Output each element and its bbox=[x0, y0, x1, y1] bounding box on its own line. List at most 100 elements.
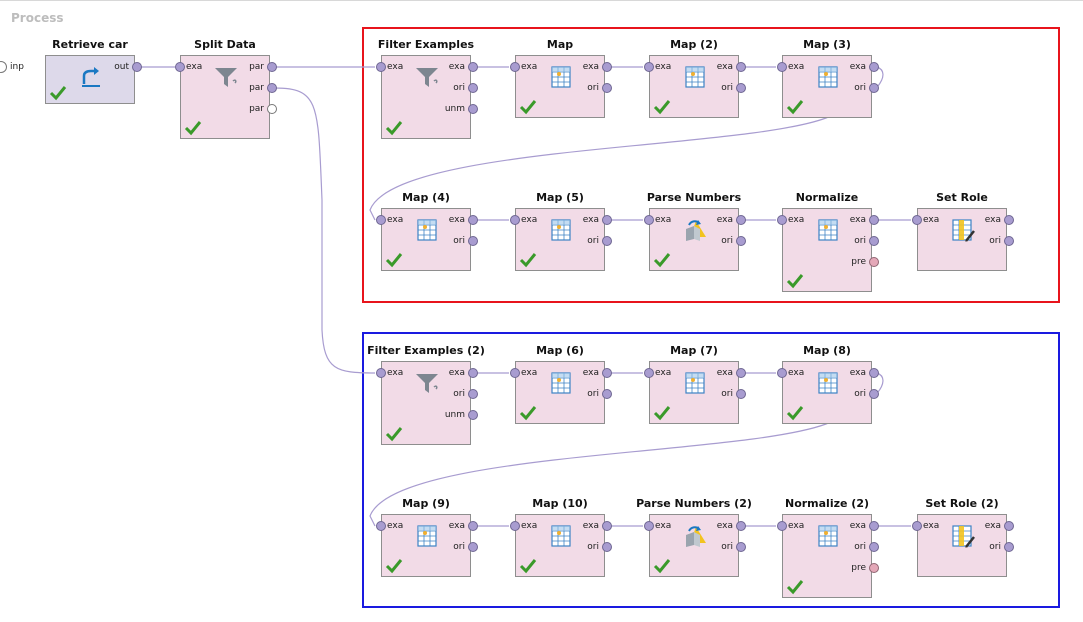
output-port-1[interactable] bbox=[736, 368, 746, 378]
output-port-1[interactable] bbox=[602, 368, 612, 378]
operator-body[interactable] bbox=[917, 514, 1007, 577]
output-port-2[interactable] bbox=[736, 236, 746, 246]
output-port-1[interactable] bbox=[869, 62, 879, 72]
output-port-3[interactable] bbox=[468, 104, 478, 114]
output-port-3[interactable] bbox=[468, 410, 478, 420]
input-port-exa[interactable] bbox=[644, 62, 654, 72]
input-port-exa[interactable] bbox=[376, 368, 386, 378]
input-port-exa[interactable] bbox=[912, 521, 922, 531]
operator-normalize[interactable]: Normalize exa exa ori pre bbox=[777, 191, 879, 292]
output-port-3[interactable] bbox=[869, 257, 879, 267]
input-port-exa[interactable] bbox=[777, 368, 787, 378]
operator-map-10[interactable]: Map (10) exa exa ori bbox=[510, 497, 612, 577]
operator-body[interactable] bbox=[649, 208, 739, 271]
output-port-2[interactable] bbox=[869, 83, 879, 93]
operator-body[interactable] bbox=[515, 208, 605, 271]
output-port-2[interactable] bbox=[602, 542, 612, 552]
input-port-exa[interactable] bbox=[510, 215, 520, 225]
output-port-2[interactable] bbox=[869, 542, 879, 552]
output-port-par-3[interactable] bbox=[267, 104, 277, 114]
output-port-1[interactable] bbox=[869, 215, 879, 225]
operator-map-7[interactable]: Map (7) exa exa ori bbox=[644, 344, 746, 424]
operator-body[interactable] bbox=[649, 361, 739, 424]
output-port-2[interactable] bbox=[468, 236, 478, 246]
input-port-exa[interactable] bbox=[912, 215, 922, 225]
input-port-exa[interactable] bbox=[777, 521, 787, 531]
input-port-exa[interactable] bbox=[175, 62, 185, 72]
input-port-exa[interactable] bbox=[510, 521, 520, 531]
operator-body[interactable] bbox=[381, 208, 471, 271]
output-port-2[interactable] bbox=[468, 83, 478, 93]
output-port-1[interactable] bbox=[1004, 521, 1014, 531]
operator-body[interactable] bbox=[381, 514, 471, 577]
input-port-exa[interactable] bbox=[376, 521, 386, 531]
input-port-exa[interactable] bbox=[510, 368, 520, 378]
operator-set-role-2[interactable]: Set Role (2) exa exa ori bbox=[912, 497, 1014, 577]
output-port-2[interactable] bbox=[602, 83, 612, 93]
output-port-2[interactable] bbox=[736, 389, 746, 399]
output-port-par-1[interactable] bbox=[267, 62, 277, 72]
input-port-exa[interactable] bbox=[644, 368, 654, 378]
output-port-out[interactable] bbox=[132, 62, 142, 72]
input-port-exa[interactable] bbox=[376, 62, 386, 72]
output-port-2[interactable] bbox=[602, 389, 612, 399]
operator-parse-numbers-2[interactable]: Parse Numbers (2) exa exa ori bbox=[636, 497, 752, 577]
input-port-exa[interactable] bbox=[777, 62, 787, 72]
output-port-2[interactable] bbox=[869, 236, 879, 246]
operator-map-6[interactable]: Map (6) exa exa ori bbox=[510, 344, 612, 424]
output-port-2[interactable] bbox=[1004, 236, 1014, 246]
operator-map-5[interactable]: Map (5) exa exa ori bbox=[510, 191, 612, 271]
operator-map-9[interactable]: Map (9) exa exa ori bbox=[376, 497, 478, 577]
operator-body[interactable] bbox=[782, 55, 872, 118]
operator-parse-numbers[interactable]: Parse Numbers exa exa ori bbox=[644, 191, 746, 271]
output-port-2[interactable] bbox=[468, 389, 478, 399]
output-port-1[interactable] bbox=[602, 521, 612, 531]
operator-body[interactable] bbox=[782, 208, 872, 292]
output-port-par-2[interactable] bbox=[267, 83, 277, 93]
output-port-1[interactable] bbox=[736, 521, 746, 531]
output-port-2[interactable] bbox=[736, 83, 746, 93]
operator-map-8[interactable]: Map (8) exa exa ori bbox=[777, 344, 879, 424]
output-port-1[interactable] bbox=[869, 368, 879, 378]
operator-split-data[interactable]: Split Data exa par par par bbox=[175, 38, 277, 139]
output-port-2[interactable] bbox=[602, 236, 612, 246]
operator-body[interactable] bbox=[381, 361, 471, 445]
input-port-exa[interactable] bbox=[777, 215, 787, 225]
output-port-2[interactable] bbox=[468, 542, 478, 552]
input-port-exa[interactable] bbox=[376, 215, 386, 225]
operator-body[interactable] bbox=[649, 55, 739, 118]
operator-map-4[interactable]: Map (4) exa exa ori bbox=[376, 191, 478, 271]
output-port-1[interactable] bbox=[602, 215, 612, 225]
operator-body[interactable] bbox=[515, 514, 605, 577]
output-port-1[interactable] bbox=[468, 215, 478, 225]
output-port-1[interactable] bbox=[468, 62, 478, 72]
output-port-1[interactable] bbox=[602, 62, 612, 72]
operator-set-role[interactable]: Set Role exa exa ori bbox=[912, 191, 1014, 271]
output-port-2[interactable] bbox=[1004, 542, 1014, 552]
input-port-exa[interactable] bbox=[644, 215, 654, 225]
input-port-exa[interactable] bbox=[644, 521, 654, 531]
output-port-1[interactable] bbox=[468, 521, 478, 531]
output-port-1[interactable] bbox=[736, 215, 746, 225]
operator-body[interactable] bbox=[45, 55, 135, 104]
operator-body[interactable] bbox=[180, 55, 270, 139]
input-port-exa[interactable] bbox=[510, 62, 520, 72]
output-port-2[interactable] bbox=[869, 389, 879, 399]
operator-filter-examples[interactable]: Filter Examples exa exa ori unm bbox=[376, 38, 478, 139]
operator-map-2[interactable]: Map (2) exa exa ori bbox=[644, 38, 746, 118]
output-port-1[interactable] bbox=[468, 368, 478, 378]
operator-body[interactable] bbox=[381, 55, 471, 139]
operator-body[interactable] bbox=[649, 514, 739, 577]
operator-body[interactable] bbox=[515, 55, 605, 118]
operator-map[interactable]: Map exa exa ori bbox=[510, 38, 612, 118]
output-port-1[interactable] bbox=[736, 62, 746, 72]
operator-body[interactable] bbox=[782, 361, 872, 424]
operator-body[interactable] bbox=[782, 514, 872, 598]
output-port-2[interactable] bbox=[736, 542, 746, 552]
operator-normalize-2[interactable]: Normalize (2) exa exa ori pre bbox=[777, 497, 879, 598]
output-port-1[interactable] bbox=[1004, 215, 1014, 225]
operator-filter-examples-2[interactable]: Filter Examples (2) exa exa ori unm bbox=[367, 344, 485, 445]
operator-retrieve-car[interactable]: Retrieve car out bbox=[45, 38, 142, 104]
output-port-1[interactable] bbox=[869, 521, 879, 531]
